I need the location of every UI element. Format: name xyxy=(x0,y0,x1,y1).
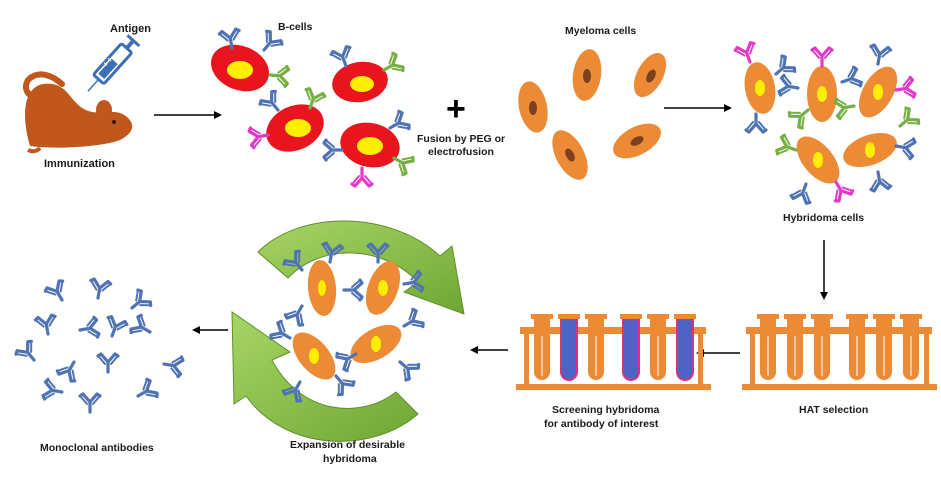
screening-label-line2: for antibody of interest xyxy=(544,418,659,430)
hybridoma-cell-icon xyxy=(307,260,337,316)
expansion-label-line1: Expansion of desirable xyxy=(290,439,405,451)
myeloma-cell-icon xyxy=(633,52,667,98)
hybridoma-cell-icon xyxy=(796,136,840,184)
myeloma-cell-icon xyxy=(613,123,661,159)
antigen-label: Antigen xyxy=(110,23,151,35)
expansion-cells-cluster xyxy=(267,240,427,405)
hat-label: HAT selection xyxy=(799,404,868,416)
myeloma-cell-icon xyxy=(518,81,548,133)
b-cells-cluster xyxy=(210,26,417,188)
arrow-expansion-to-monoclonal xyxy=(192,326,228,334)
test-tube xyxy=(676,318,694,381)
plus-sign: + xyxy=(446,90,466,128)
test-tube xyxy=(560,318,578,381)
hybridoma-cells-cluster xyxy=(732,40,922,206)
b-cell-icon xyxy=(332,61,388,103)
b-cell-icon xyxy=(266,104,324,152)
b-cell-icon xyxy=(340,122,400,168)
hybridoma-cell-icon xyxy=(744,62,776,114)
hybridoma-cell-icon xyxy=(858,66,898,118)
myeloma-cells-cluster xyxy=(518,49,667,180)
myeloma-cell-icon xyxy=(552,130,588,180)
screening-label-line1: Screening hybridoma xyxy=(552,404,660,416)
expansion-label-line2: hybridoma xyxy=(323,453,377,465)
test-tube-rack-icon xyxy=(742,314,937,390)
cycle-arrow-icon xyxy=(231,220,465,442)
hybridoma-cell-icon xyxy=(843,132,897,168)
arrow-myeloma-to-hybridoma xyxy=(664,104,732,112)
hybridoma-label: Hybridoma cells xyxy=(783,212,864,224)
arrow-immunization-to-bcells xyxy=(154,111,222,119)
immunization-label: Immunization xyxy=(44,158,115,170)
monoclonal-label: Monoclonal antibodies xyxy=(40,442,154,454)
hybridoma-cell-icon xyxy=(365,261,401,315)
bcells-label: B-cells xyxy=(278,21,313,33)
test-tube xyxy=(622,318,640,381)
hybridoma-cell-icon xyxy=(292,332,336,380)
mouse-icon xyxy=(22,71,133,154)
fusion-label-line2: electrofusion xyxy=(428,146,494,158)
syringe-icon xyxy=(87,34,141,92)
myeloma-cell-icon xyxy=(572,49,602,101)
hybridoma-cell-icon xyxy=(350,324,402,364)
arrow-screening-to-expansion xyxy=(470,346,508,354)
hybridoma-cell-icon xyxy=(807,66,837,122)
arrow-hybridoma-to-hat xyxy=(820,240,828,300)
test-tube-rack-icon xyxy=(516,314,711,390)
monoclonal-antibodies-group xyxy=(13,276,186,414)
b-cell-icon xyxy=(210,44,270,92)
myeloma-label: Myeloma cells xyxy=(565,25,636,37)
fusion-label-line1: Fusion by PEG or xyxy=(417,133,505,145)
